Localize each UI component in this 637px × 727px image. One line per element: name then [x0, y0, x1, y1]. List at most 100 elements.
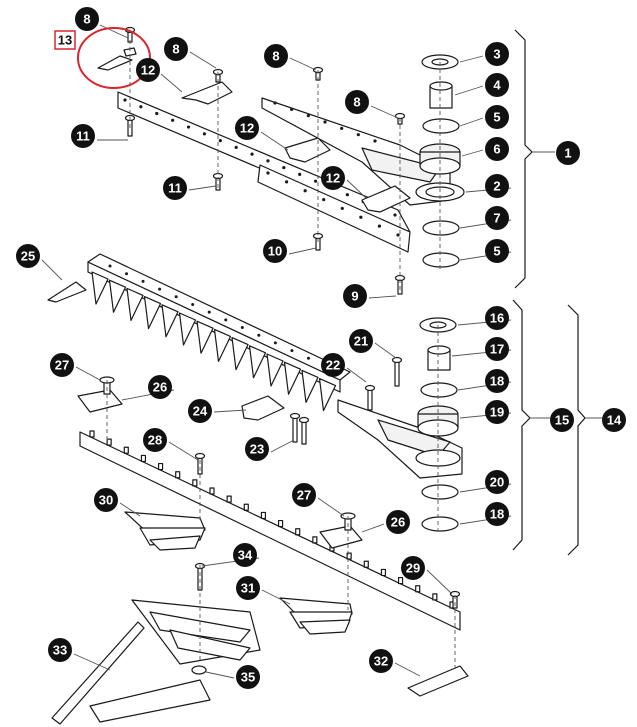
- bolt: [367, 387, 373, 411]
- leader-line: [288, 247, 317, 255]
- callout-number: 8: [83, 12, 90, 27]
- callout-3: 3: [485, 42, 509, 66]
- callout-33: 33: [48, 638, 72, 662]
- knife-tooth: [126, 287, 144, 321]
- callout-number: 32: [374, 654, 388, 669]
- hold-down-clip-lower: [319, 512, 363, 549]
- knife-tooth: [143, 296, 162, 330]
- knife-tooth: [91, 271, 109, 305]
- callout-15: 15: [550, 408, 574, 432]
- callout-number: 8: [353, 95, 360, 110]
- callout-circle: [321, 353, 345, 377]
- callout-9: 9: [343, 284, 367, 308]
- callout-18: 18: [485, 502, 509, 526]
- callout-number: 17: [490, 342, 504, 357]
- callout-35: 35: [236, 665, 260, 689]
- callout-4: 4: [485, 73, 509, 97]
- leader-line: [289, 57, 317, 71]
- leader-line: [160, 73, 183, 93]
- callout-27: 27: [292, 483, 316, 507]
- bar-hole: [139, 105, 143, 109]
- bar-hole: [313, 179, 318, 183]
- callout-circle: [485, 206, 509, 230]
- leader-line: [213, 409, 247, 413]
- knife-bar-hole: [108, 264, 112, 268]
- bar-hole: [123, 98, 127, 102]
- callout-2: 2: [485, 174, 509, 198]
- bolt-head: [364, 384, 376, 392]
- bolt-head: [289, 412, 301, 420]
- highlight-ellipse: [77, 27, 151, 89]
- callout-8: 8: [345, 90, 369, 114]
- bar-hole: [373, 139, 377, 143]
- knife-tooth: [318, 378, 337, 412]
- callout-circle: [401, 556, 425, 580]
- knife-bar-hole: [125, 272, 129, 276]
- leader-line: [261, 589, 291, 605]
- guard-slot: [140, 454, 147, 463]
- callout-circle: [485, 42, 509, 66]
- callout-34: 34: [233, 543, 257, 567]
- callout-5: 5: [485, 239, 509, 263]
- callout-circle: [136, 58, 160, 82]
- leader-line: [346, 179, 367, 199]
- callout-number: 18: [490, 374, 504, 389]
- callout-22: 22: [321, 353, 345, 377]
- knife-bar-hole: [290, 349, 294, 353]
- callout-number: 7: [493, 211, 500, 226]
- callout-8: 8: [264, 44, 288, 68]
- bar-hole: [345, 193, 349, 197]
- bar-hole: [155, 111, 159, 116]
- knife-bar-hole: [174, 295, 178, 299]
- bar-hole: [359, 215, 363, 219]
- leader-line: [346, 367, 367, 383]
- bar-hole: [303, 189, 307, 193]
- knife-tooth: [301, 369, 319, 403]
- callout-6: 6: [485, 137, 509, 161]
- callout-number: 4: [493, 78, 501, 93]
- bolt: [301, 419, 307, 445]
- callout-number: 12: [326, 171, 340, 186]
- leader-line: [260, 131, 289, 151]
- leader-line: [394, 662, 421, 677]
- knife-bar-hole: [224, 318, 228, 322]
- callout-14: 14: [602, 408, 626, 432]
- callout-circle: [236, 665, 260, 689]
- callout-circle: [345, 90, 369, 114]
- leader-line: [41, 259, 63, 281]
- callout-11: 11: [163, 176, 187, 200]
- callout-circle: [343, 284, 367, 308]
- callout-number: 6: [493, 142, 500, 157]
- leader-line: [461, 149, 484, 157]
- callout-10: 10: [263, 239, 287, 263]
- knife-bar-hole: [191, 302, 195, 306]
- bar-hole: [218, 138, 222, 143]
- leader-line: [374, 342, 397, 359]
- callout-number: 2: [493, 179, 500, 194]
- bolt: [292, 415, 298, 443]
- callout-7: 7: [485, 206, 509, 230]
- callout-circle: [485, 337, 509, 361]
- callout-5: 5: [485, 105, 509, 129]
- callout-circle: [485, 502, 509, 526]
- knife-bar-hole: [306, 356, 310, 360]
- callout-27: 27: [50, 353, 74, 377]
- callout-32: 32: [369, 649, 393, 673]
- guard-slot: [157, 462, 164, 471]
- bar-hole: [377, 224, 382, 228]
- callout-circle: [485, 400, 509, 424]
- callout-21: 21: [349, 329, 373, 353]
- knife-tooth: [161, 304, 179, 338]
- knife-sections: [47, 264, 337, 412]
- callout-29: 29: [401, 556, 425, 580]
- callout-number: 18: [490, 507, 504, 522]
- callout-circle: [50, 353, 74, 377]
- bar-hole: [340, 126, 344, 130]
- knife-tooth: [196, 320, 214, 354]
- callout-26: 26: [148, 375, 172, 399]
- knife-section-25: [47, 281, 87, 303]
- callout-circle: [485, 369, 509, 393]
- boxed-part-label: 13: [58, 33, 72, 48]
- hold-down-clip: [181, 81, 411, 421]
- callout-circle: [245, 437, 269, 461]
